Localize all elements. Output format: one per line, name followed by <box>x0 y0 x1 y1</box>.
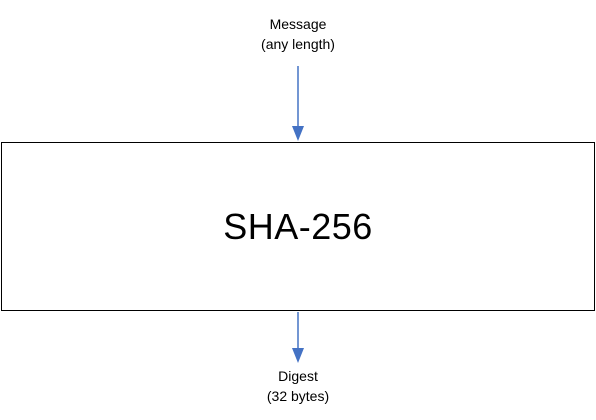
output-arrow <box>292 312 304 363</box>
input-label: Message (any length) <box>0 14 596 54</box>
input-subtitle: (any length) <box>261 36 335 52</box>
hash-function-name: SHA-256 <box>223 205 373 247</box>
input-title: Message <box>269 16 327 32</box>
input-arrow <box>292 66 304 141</box>
output-title: Digest <box>278 368 318 384</box>
hash-function-box: SHA-256 <box>1 142 595 311</box>
output-label: Digest (32 bytes) <box>0 366 596 406</box>
output-subtitle: (32 bytes) <box>266 388 330 404</box>
